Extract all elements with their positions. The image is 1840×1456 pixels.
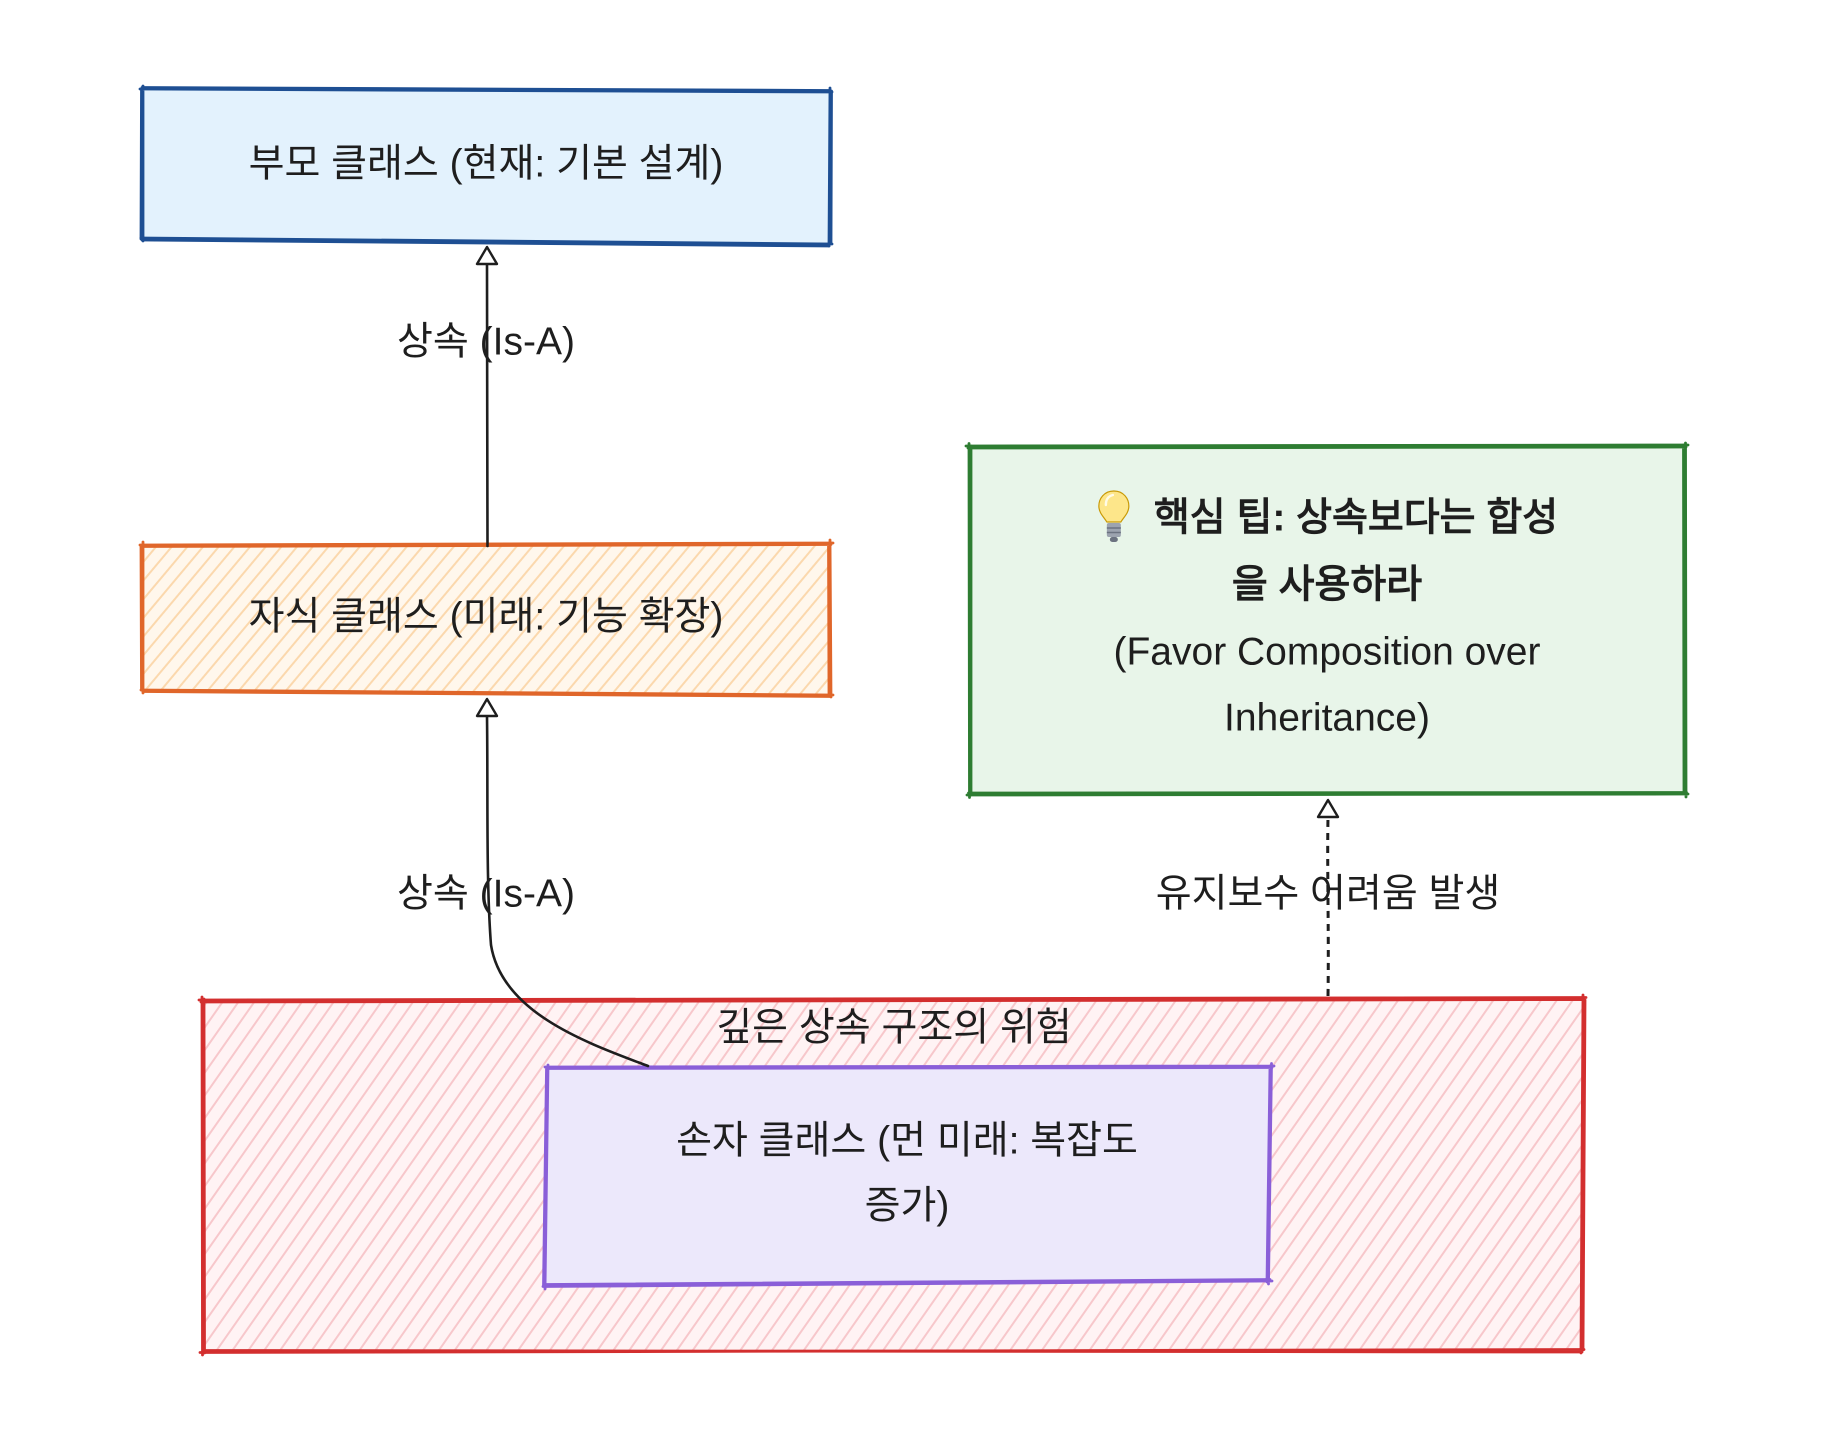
tip-title-line: 을 사용하라: [1232, 564, 1422, 607]
parent-class-node: [138, 84, 834, 248]
arrow-line: [485, 714, 650, 1068]
deep-inheritance-group-title: 깊은 상속 구조의 위험: [716, 1007, 1071, 1050]
inheritance-arrow-grandchild-to-child: [475, 697, 650, 1068]
outline-stroke: [138, 84, 834, 248]
arrow-line: [485, 262, 489, 548]
maintenance-arrow-group-to-tip: [1316, 798, 1340, 997]
lightbulb-base: [1106, 523, 1121, 537]
tip-note-fill: [969, 446, 1685, 794]
tip-subtitle-line: Inheritance): [1224, 697, 1430, 740]
outline-stroke: [542, 1064, 1274, 1288]
outline-stroke: [966, 443, 1688, 797]
lightbulb-tip: [1109, 537, 1118, 542]
tip-title-line: 핵심 팁: 상속보다는 합성: [1154, 497, 1558, 540]
parent-class-label: 부모 클래스 (현재: 기본 설계): [249, 143, 724, 186]
grandchild-class-label-line: 증가): [865, 1185, 950, 1228]
outline-stroke: [964, 441, 1690, 799]
child-class-fill: [143, 543, 830, 695]
lightbulb-highlight: [1104, 493, 1115, 507]
outline-stroke: [139, 86, 833, 248]
arrowhead: [1316, 798, 1340, 819]
diagram-labels: 부모 클래스 (현재: 기본 설계) 상속 (Is-A) 자식 클래스 (미래:…: [249, 143, 1559, 1228]
tip-subtitle-line: (Favor Composition over: [1114, 631, 1541, 674]
grandchild-class-fill: [544, 1066, 1272, 1286]
outline-stroke: [199, 997, 1587, 1355]
edge-label-child-to-parent: 상속 (Is-A): [397, 321, 575, 364]
grandchild-class-node: [541, 1062, 1276, 1291]
grandchild-class-outline: [541, 1062, 1276, 1291]
tip-note: [964, 441, 1690, 799]
outline-stroke: [541, 1062, 1276, 1291]
arrowhead: [475, 245, 499, 266]
edge-label-group-to-tip: 유지보수 어려움 발생: [1156, 873, 1501, 916]
parent-class-fill: [143, 89, 830, 244]
edge-label-grandchild-to-child: 상속 (Is-A): [397, 873, 575, 916]
parent-class-outline: [138, 84, 834, 248]
outline-stroke: [197, 993, 1588, 1357]
grandchild-class-label-line: 손자 클래스 (먼 미래: 복잡도: [676, 1120, 1138, 1163]
tip-note-outline: [964, 441, 1690, 799]
arrow-line: [1326, 816, 1330, 997]
deep-inheritance-group-outline: [197, 993, 1588, 1357]
lightbulb-icon: [1098, 490, 1130, 542]
arrowhead: [475, 697, 499, 718]
inheritance-arrow-child-to-parent: [475, 245, 499, 548]
child-class-label: 자식 클래스 (미래: 기능 확장): [249, 596, 724, 639]
